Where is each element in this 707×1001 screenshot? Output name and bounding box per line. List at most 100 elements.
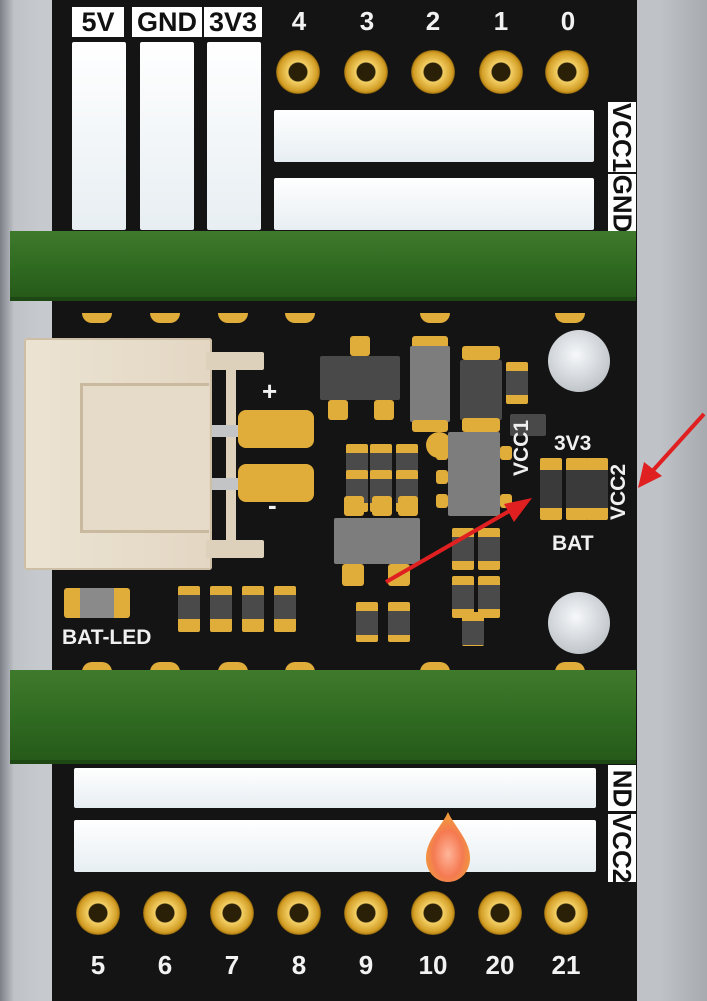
transistor-pad — [398, 496, 418, 516]
silk-bat-led: BAT-LED — [62, 626, 152, 649]
battery-pad-minus — [238, 464, 314, 502]
pin-label-1: 1 — [493, 6, 509, 36]
connector-latch — [206, 352, 264, 370]
diode-pad — [412, 420, 448, 432]
pin-tip — [555, 313, 585, 323]
ic-pin — [436, 494, 448, 508]
pin-tip — [285, 313, 315, 323]
resistor — [274, 586, 296, 632]
pin-hole-21 — [544, 891, 588, 935]
battery-pad-plus — [238, 410, 314, 448]
connector-latch — [206, 540, 264, 558]
pin-label-10: 10 — [418, 950, 448, 980]
pin-label-6: 6 — [157, 950, 173, 980]
pin-label-4: 4 — [291, 6, 307, 36]
pin-header-top — [10, 231, 636, 301]
pin-label-3: 3 — [359, 6, 375, 36]
resistor — [452, 576, 474, 618]
transistor-pad — [374, 400, 394, 420]
pin-hole-7 — [210, 891, 254, 935]
pin-label-9: 9 — [358, 950, 374, 980]
pin-tip — [218, 662, 248, 672]
rail-pad-gnd-bottom — [74, 768, 596, 808]
pin-tip — [150, 313, 180, 323]
resistor — [506, 362, 528, 404]
pin-tip — [420, 662, 450, 672]
rail-pad-3v3 — [207, 42, 261, 230]
jumper-vcc2 — [586, 458, 608, 520]
silk-minus: - — [268, 490, 277, 520]
pin-hole-2 — [411, 50, 455, 94]
transistor-pad — [372, 496, 392, 516]
rail-pad-vcc2 — [74, 820, 596, 872]
resistor — [478, 528, 500, 570]
transistor-pad — [350, 336, 370, 356]
pin-tip — [82, 313, 112, 323]
mounting-hole-top — [548, 330, 610, 392]
pin-tip — [218, 313, 248, 323]
pin-tip — [555, 662, 585, 672]
silk-bat: BAT — [552, 532, 594, 555]
chip-small — [510, 414, 546, 436]
bat-led — [64, 588, 130, 618]
pin-label-21: 21 — [551, 950, 581, 980]
silk-vcc2: VCC2 — [607, 463, 630, 520]
mosfet-sot23 — [334, 518, 420, 564]
rail-label-5v: 5V — [72, 7, 124, 37]
pin-label-5: 5 — [90, 950, 106, 980]
pin-hole-8 — [277, 891, 321, 935]
pin-hole-10 — [411, 891, 455, 935]
resistor — [242, 586, 264, 632]
capacitor-pad — [462, 346, 500, 360]
rail-pad-gnd — [140, 42, 194, 230]
pin-hole-9 — [344, 891, 388, 935]
pin-hole-4 — [276, 50, 320, 94]
pin-header-bottom — [10, 670, 636, 764]
transistor-pad — [344, 496, 364, 516]
ic-pin — [436, 446, 448, 460]
connector-inner — [80, 383, 209, 533]
transistor-pad — [342, 564, 364, 586]
transistor-pad — [328, 400, 348, 420]
rail-pad-5v — [72, 42, 126, 230]
rail-pad-vcc1 — [274, 110, 594, 162]
mounting-hole-bottom — [548, 592, 610, 654]
pin-label-0: 0 — [560, 6, 576, 36]
pin-tip — [82, 662, 112, 672]
side-label-nd: ND — [608, 765, 638, 811]
pin-hole-6 — [143, 891, 187, 935]
transistor-sot23 — [320, 356, 400, 400]
capacitor — [460, 360, 502, 420]
jumper-center — [566, 458, 588, 520]
resistor — [210, 586, 232, 632]
pin-label-7: 7 — [224, 950, 240, 980]
jumper-vcc1 — [540, 458, 562, 520]
silk-3v3: 3V3 — [554, 432, 592, 455]
connector-wall — [226, 365, 236, 545]
rail-label-3v3: 3V3 — [204, 7, 262, 37]
arrow-to-vcc1-icon — [385, 498, 532, 584]
regulator-ic — [448, 432, 500, 516]
arrow-to-vcc2-icon — [638, 412, 706, 488]
resistor — [388, 602, 410, 642]
rail-pad-gnd-top — [274, 178, 594, 230]
capacitor-pad — [462, 418, 500, 432]
pin-hole-0 — [545, 50, 589, 94]
silk-vcc1: VCC1 — [510, 419, 533, 476]
pin-label-8: 8 — [291, 950, 307, 980]
pin-hole-3 — [344, 50, 388, 94]
side-label-gnd: GND — [607, 174, 638, 232]
pin-hole-5 — [76, 891, 120, 935]
diode — [410, 346, 450, 422]
pin-label-2: 2 — [425, 6, 441, 36]
ic-pin — [436, 470, 448, 484]
marker-drop-icon — [426, 812, 470, 882]
pin-label-20: 20 — [485, 950, 515, 980]
pin-hole-1 — [479, 50, 523, 94]
side-label-vcc1: VCC1 — [607, 102, 638, 172]
rail-label-gnd: GND — [132, 7, 202, 37]
resistor — [478, 576, 500, 618]
diode-pad — [412, 336, 448, 348]
resistor — [178, 586, 200, 632]
